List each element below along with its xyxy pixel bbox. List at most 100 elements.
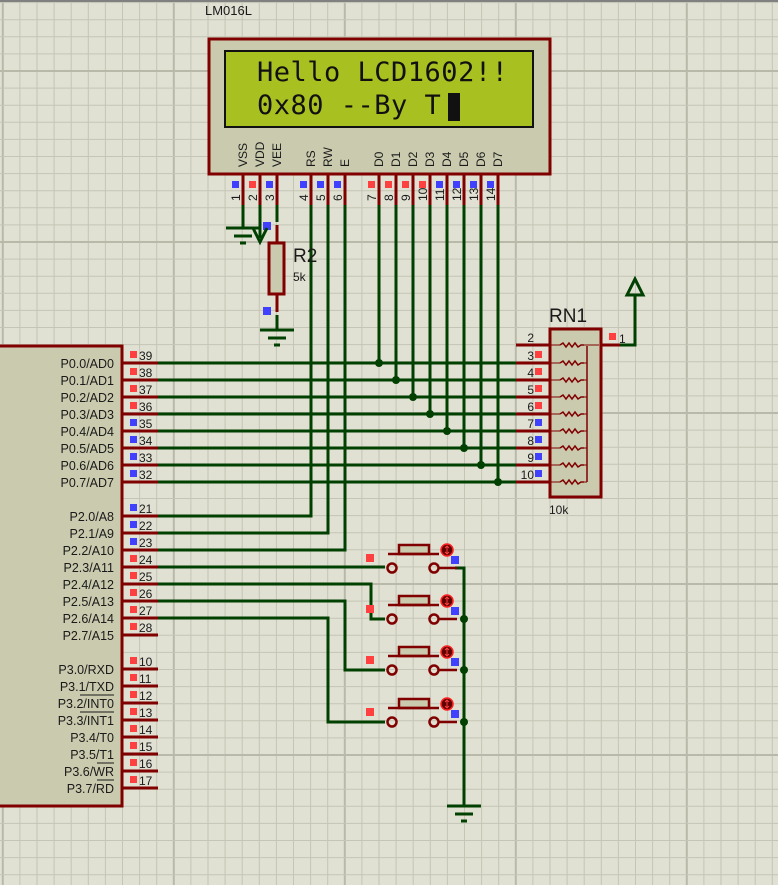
button-3[interactable] [366, 645, 459, 676]
button-contact [386, 716, 398, 728]
button-4[interactable] [366, 697, 459, 728]
mcu-pin-number: 17 [139, 774, 153, 788]
wire-rn1-vcc [620, 296, 637, 347]
resistor-ref: R2 [293, 246, 317, 267]
rn1-resistor [559, 376, 584, 384]
mcu-pin-label: P0.0/AD0 [60, 357, 114, 371]
pin-state-indicator [130, 419, 137, 426]
wire-btn3 [158, 599, 385, 672]
mcu-pin-label: P2.1/A9 [70, 527, 115, 541]
junction-dot [375, 359, 383, 367]
junction-dot [409, 393, 417, 401]
button-cap [397, 543, 431, 556]
lcd-pin-label: D6 [474, 151, 488, 167]
wire-rs [158, 205, 313, 518]
resistor-body [267, 241, 286, 296]
pin-state-indicator [130, 657, 137, 664]
pin-state-indicator [130, 368, 137, 375]
mcu-pin-number: 13 [139, 706, 153, 720]
button-2[interactable] [366, 594, 459, 625]
pin-state-indicator [263, 222, 271, 230]
mcu-pin-label: P3.5/T1 [70, 748, 114, 762]
arrows-icon [444, 596, 450, 606]
resistor-r2[interactable]: R2 5k [263, 222, 317, 315]
rn1-pin-number: 6 [527, 400, 534, 414]
mcu-pin-number: 34 [139, 434, 153, 448]
pin-state-indicator [130, 351, 137, 358]
button-cap [397, 645, 431, 658]
button-cap [397, 594, 431, 607]
lcd-pin-label: VSS [236, 143, 250, 167]
mcu-pin-label: P0.5/AD5 [60, 442, 114, 456]
lcd-pin-label: RS [304, 150, 318, 167]
resistor-value: 5k [293, 270, 307, 284]
button-contact [386, 664, 398, 676]
lcd-pin-number: 4 [297, 194, 311, 201]
rn1-pin-number: 9 [527, 451, 534, 465]
button-contact [428, 716, 440, 728]
pin-state-indicator [453, 181, 460, 188]
pin-state-indicator [130, 606, 137, 613]
pin-state-indicator [385, 181, 392, 188]
rn1-resistor [559, 427, 584, 435]
pin-state-indicator [451, 607, 459, 615]
rn1-ref: RN1 [549, 306, 587, 327]
lcd-line-1: Hello LCD1602!! [257, 57, 508, 88]
button-contact [386, 613, 398, 625]
mcu-pin-number: 14 [139, 723, 153, 737]
junction-dot [426, 410, 434, 418]
junction-dot [443, 427, 451, 435]
lcd-component[interactable]: LM016L Hello LCD1602!! 0x80 --By T VSS1V… [205, 3, 552, 205]
mcu-8051[interactable]: 39P0.0/AD038P0.1/AD137P0.2/AD236P0.3/AD3… [0, 344, 158, 808]
rn1-pin-number: 5 [527, 383, 534, 397]
pin-state-indicator [130, 453, 137, 460]
button-1[interactable] [366, 543, 459, 574]
pin-state-indicator [266, 181, 273, 188]
pin-state-indicator [130, 402, 137, 409]
pin-state-indicator [436, 181, 443, 188]
pin-state-indicator [130, 674, 137, 681]
mcu-pin-label: P3.3/INT1 [58, 714, 114, 728]
pin-state-indicator [130, 708, 137, 715]
mcu-pin-label: P0.3/AD3 [60, 408, 114, 422]
lcd-pin-number: 10 [416, 187, 430, 201]
mcu-pin-number: 33 [139, 451, 153, 465]
mcu-pin-number: 22 [139, 519, 153, 533]
lcd-cursor [448, 93, 460, 121]
lcd-pin-number: 3 [263, 194, 277, 201]
lcd-pin-label: RW [321, 147, 335, 167]
pin-state-indicator [130, 504, 137, 511]
mcu-pin-number: 28 [139, 621, 153, 635]
rn1-value: 10k [549, 503, 569, 517]
mcu-pin-label: P3.4/T0 [70, 731, 114, 745]
lcd-part-name: LM016L [205, 3, 252, 18]
mcu-pin-label: P3.1/TXD [60, 680, 114, 694]
wire-btn-common [455, 566, 466, 805]
pin-state-indicator [130, 385, 137, 392]
wire-btn2 [158, 582, 385, 621]
rn1-pin-number: 2 [527, 331, 534, 345]
mcu-pin-number: 24 [139, 553, 153, 567]
lcd-line-2: 0x80 --By T [257, 90, 441, 121]
rn1-resistor [559, 341, 584, 349]
pin-state-indicator [366, 708, 374, 716]
lcd-pin-label: D5 [457, 151, 471, 167]
pin-state-indicator [402, 181, 409, 188]
mcu-pin-number: 10 [139, 655, 153, 669]
mcu-pin-number: 23 [139, 536, 153, 550]
pin-state-indicator [130, 623, 137, 630]
vcc-icon [624, 275, 646, 297]
wire-rw [158, 205, 330, 535]
pin-state-indicator [300, 181, 307, 188]
pin-state-indicator [470, 181, 477, 188]
pin-state-indicator [451, 710, 459, 718]
junction-dot [460, 718, 468, 726]
rn1-resistor [559, 359, 584, 367]
lcd-pin-label: D0 [372, 151, 386, 167]
rn1-resistor [559, 393, 584, 401]
junction-dot [460, 615, 468, 623]
